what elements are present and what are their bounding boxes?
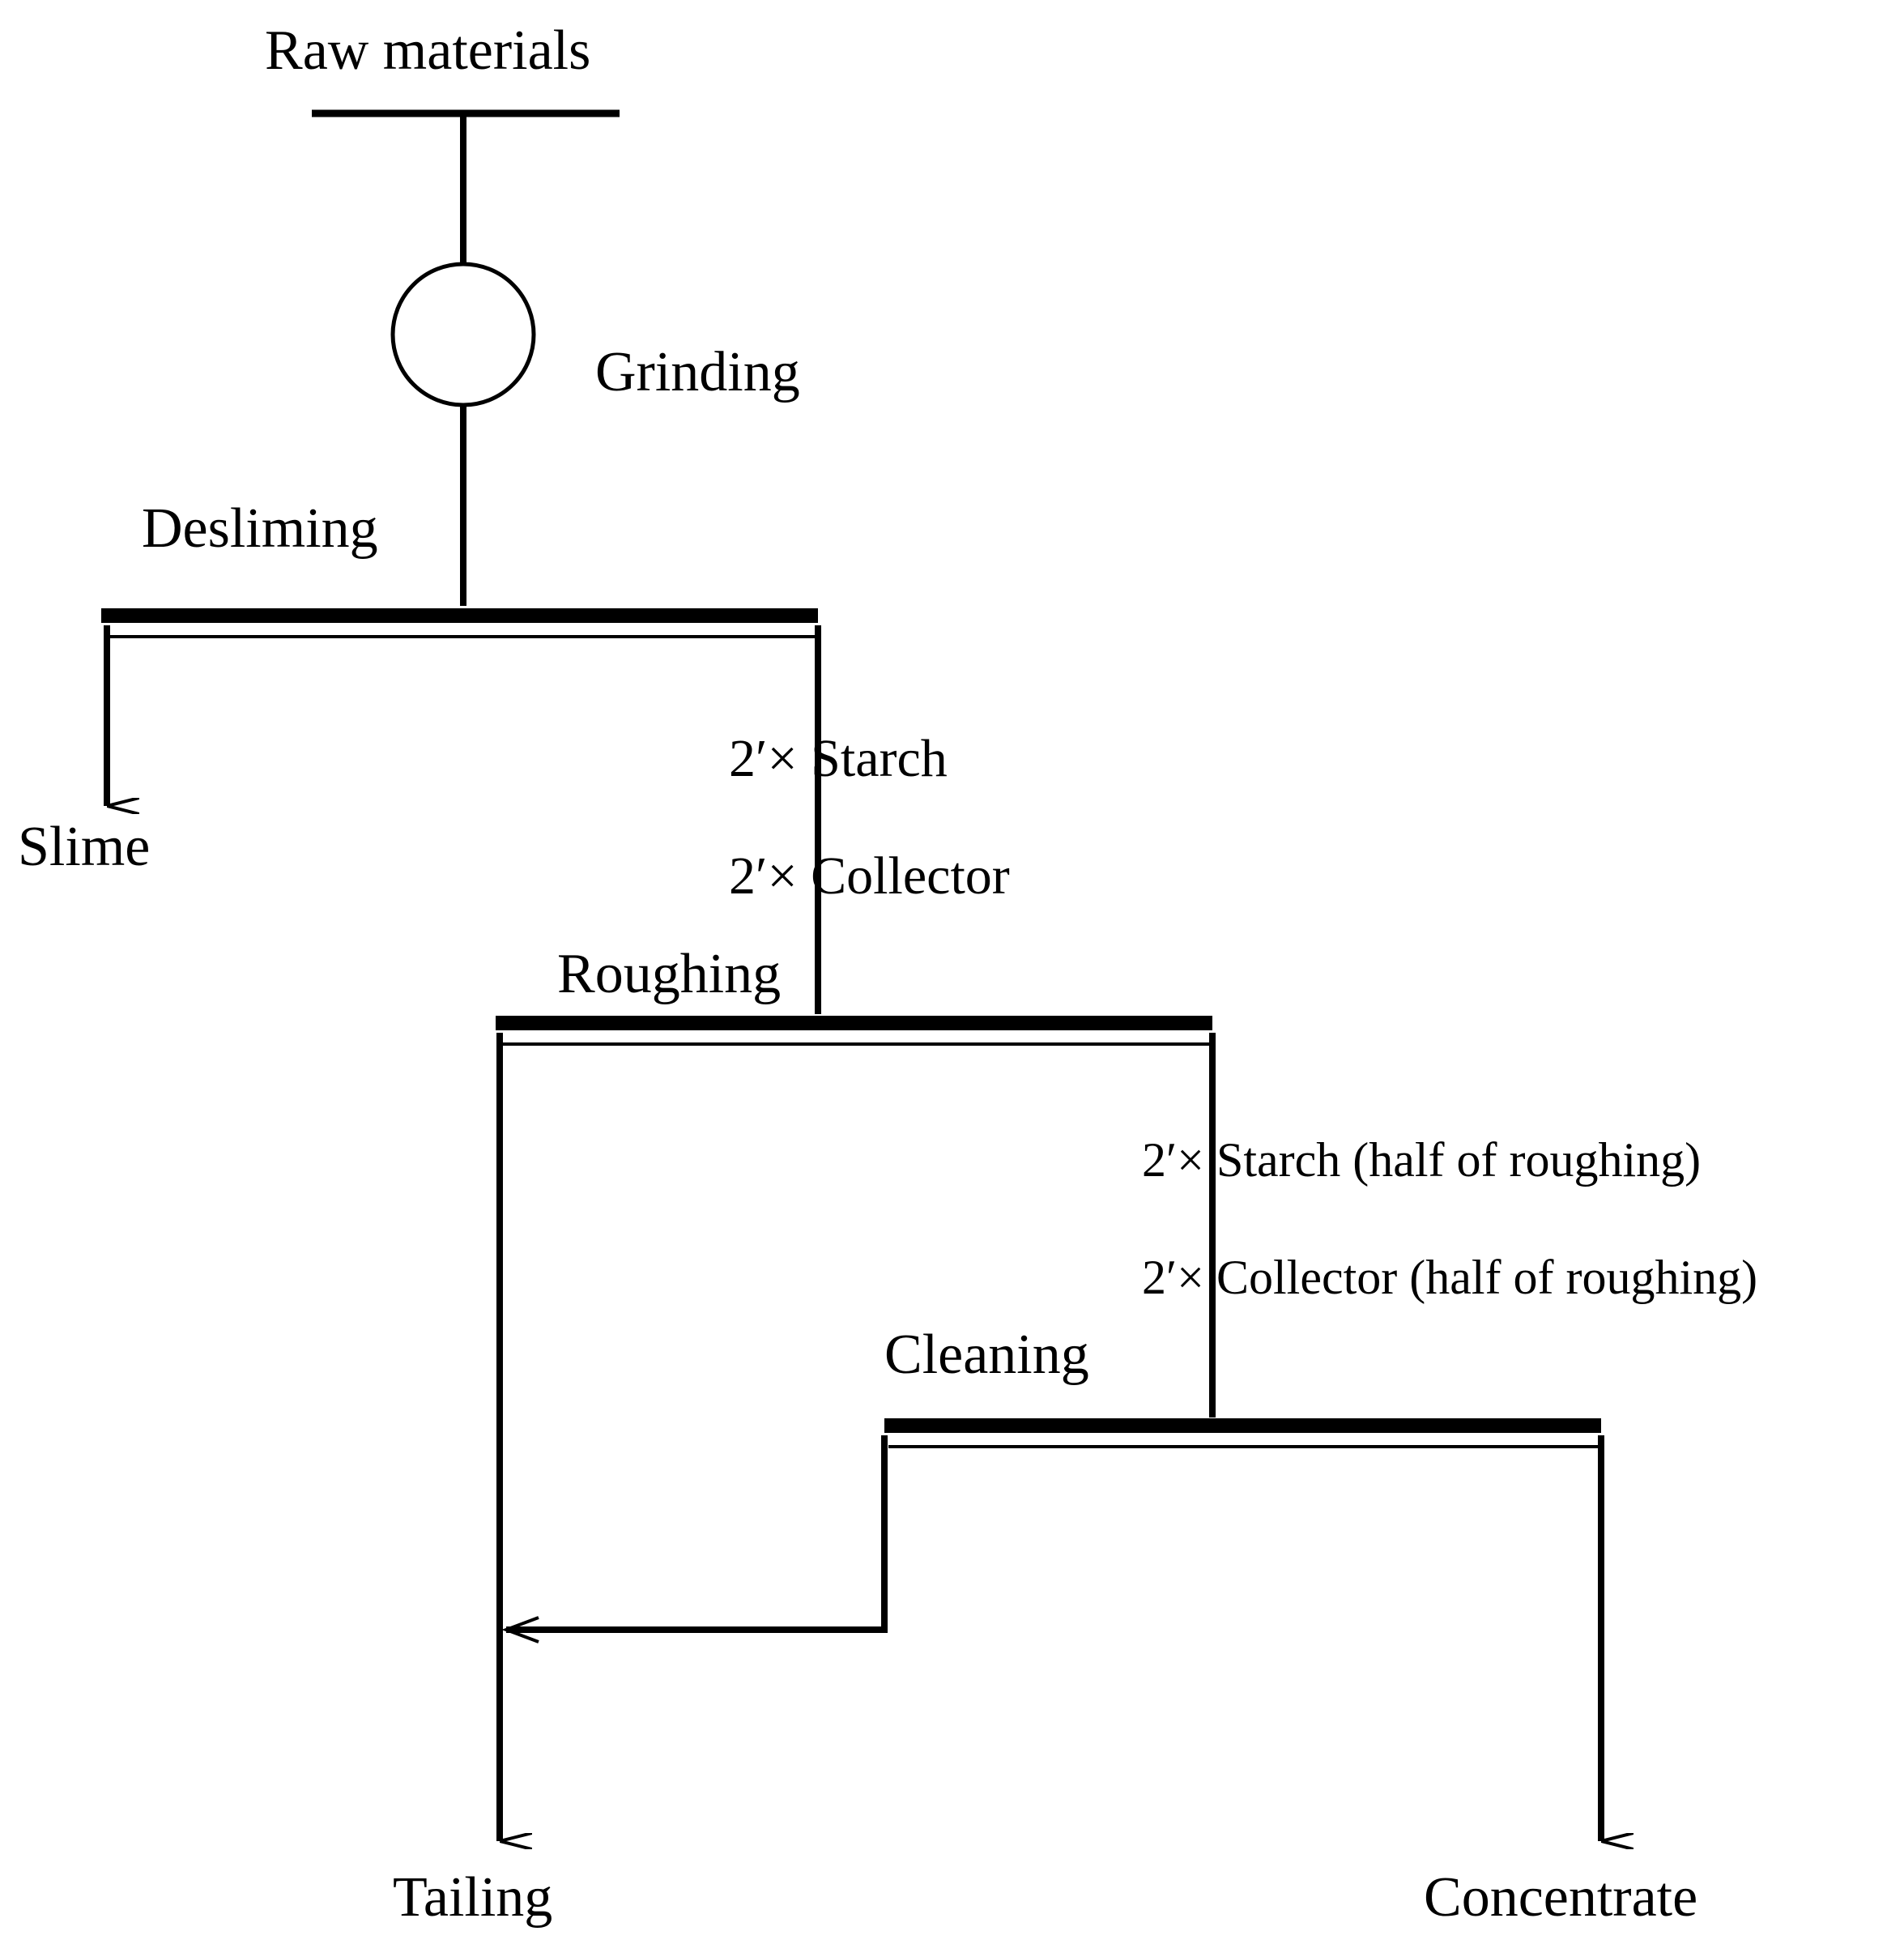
grinding-label: Grinding [595,341,800,403]
concentrate-label: Concentrate [1424,1866,1697,1929]
desliming-label: Desliming [142,497,378,560]
roughing-starch-label: 2′× Starch [729,729,948,788]
slime-label: Slime [18,816,150,878]
tailing-label: Tailing [393,1866,552,1929]
cleaning-starch-label: 2′× Starch (half of roughing) [1142,1133,1701,1187]
return-arrowhead [501,1616,539,1643]
raw-materials-label: Raw materials [265,19,590,82]
cleaning-label: Cleaning [884,1324,1089,1386]
grinding-mill-circle [390,262,536,407]
cleaning-tailing-return-line [506,1435,888,1633]
roughing-collector-label: 2′× Collector [729,846,1010,906]
cleaning-collector-label: 2′× Collector (half of roughing) [1142,1251,1757,1304]
roughing-label: Roughing [557,943,781,1005]
